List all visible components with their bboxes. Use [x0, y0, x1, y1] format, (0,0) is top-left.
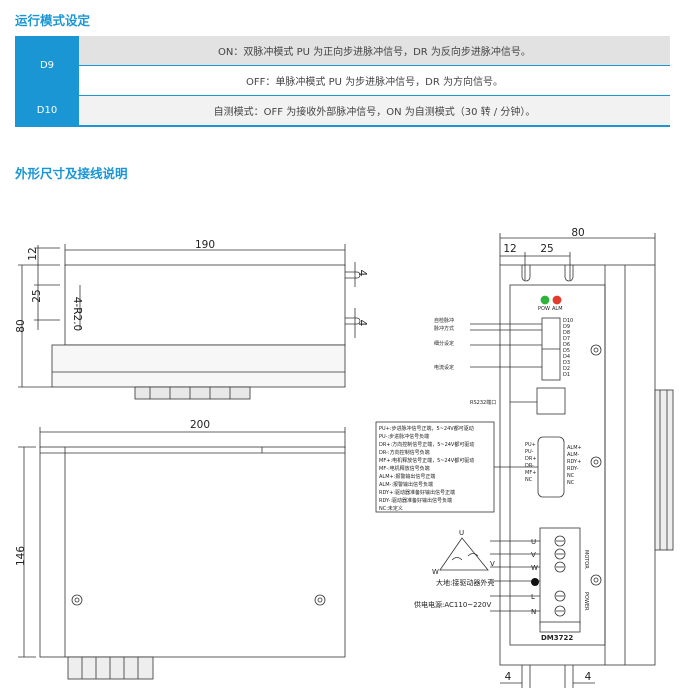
radius-note: 4-R2.0 — [71, 297, 83, 331]
pin-left-4: DR- — [525, 463, 534, 469]
terminal-l: L — [531, 593, 535, 601]
ground-label: 大地:接驱动器外壳 — [436, 578, 494, 587]
led-label-alm: ALM — [552, 306, 563, 312]
dim-slot-top: 4 — [356, 270, 368, 277]
signal-note-9: RDY+:驱动器准备好输出信号正端 — [379, 489, 455, 496]
table-cell-d9-on: ON：双脉冲模式 PU 为正向步进脉冲信号，DR 为反向步进脉冲信号。 — [79, 36, 670, 66]
pin-right-5: NC — [567, 473, 575, 479]
pin-right-3: RDY+ — [567, 459, 581, 465]
signal-note-11: NC:未定义 — [379, 505, 403, 512]
dim-hole-25: 25 — [31, 289, 43, 302]
section-title-dimensions: 外形尺寸及接线说明 — [15, 166, 128, 181]
dip-d5: D5 — [563, 348, 570, 354]
pin-left-3: DR+ — [525, 456, 537, 462]
signal-note-5: MF+:电机释放信号正端，5~24V都可驱动 — [379, 457, 474, 464]
motor-winding-w: W — [432, 568, 439, 576]
dim-12: 12 — [503, 243, 516, 255]
signal-note-10: RDY-:驱动器准备好输出信号负端 — [379, 497, 452, 504]
pin-right-2: ALM- — [567, 452, 580, 458]
power-label: POWER — [583, 592, 589, 611]
signal-note-1: PU+:步进脉冲信号正端，5~24V都可驱动 — [379, 425, 474, 432]
pin-left-5: MF+ — [525, 470, 536, 476]
dip-group-pulse-mode: 脉冲方式 — [434, 325, 454, 332]
front-view — [18, 427, 346, 680]
pin-left-1: PU+ — [525, 442, 536, 448]
section-title-mode: 运行模式设定 — [15, 13, 91, 28]
dim-slot-bottom: 4 — [356, 320, 368, 327]
supply-label: 供电电源:AC110~220V — [414, 600, 491, 609]
table-cell-d10: 自测模式：OFF 为接收外部脉冲信号，ON 为自测模式（30 转 / 分钟）。 — [79, 95, 670, 127]
dim-height-80: 80 — [15, 319, 27, 332]
signal-note-7: ALM+:报警输出信号正端 — [379, 473, 435, 480]
dip-group-self-test: 自检脉冲 — [434, 317, 454, 324]
terminal-v: V — [531, 551, 536, 559]
signal-note-8: ALM-:报警输出信号负端 — [379, 481, 433, 488]
pin-left-2: PU- — [525, 449, 534, 455]
table-cell-d9-off: OFF：单脉冲模式 PU 为步进脉冲信号，DR 为方向信号。 — [79, 65, 670, 96]
table-row: OFF：单脉冲模式 PU 为步进脉冲信号，DR 为方向信号。 — [15, 65, 670, 96]
led-label-pow: POW — [538, 306, 550, 312]
motor-label: MOTOR — [583, 550, 589, 569]
pin-left-6: NC — [525, 477, 533, 483]
dip-d3: D3 — [563, 360, 570, 366]
dim-width-190: 190 — [195, 239, 215, 251]
dip-group-current: 电流设定 — [434, 364, 454, 371]
dip-d9: D9 — [563, 324, 570, 330]
dim-25: 25 — [540, 243, 553, 255]
dip-group-microstep: 细分设定 — [434, 340, 454, 347]
dim-bottom-right-4: 4 — [585, 671, 592, 683]
table-key-d10: D10 — [15, 95, 79, 127]
side-view — [375, 233, 674, 688]
signal-note-2: PU-:步进脉冲信号负端 — [379, 433, 429, 440]
dip-d6: D6 — [563, 342, 570, 348]
dip-d10: D10 — [563, 318, 573, 324]
dip-d2: D2 — [563, 366, 570, 372]
terminal-w: W — [531, 564, 538, 572]
pin-right-1: ALM+ — [567, 445, 582, 451]
dim-bottom-left-4: 4 — [505, 671, 512, 683]
motor-winding-u: U — [459, 529, 464, 537]
dip-d4: D4 — [563, 354, 570, 360]
pin-right-4: RDY- — [567, 466, 579, 472]
table-row: D9 ON：双脉冲模式 PU 为正向步进脉冲信号，DR 为反向步进脉冲信号。 — [15, 36, 670, 96]
dim-total-80: 80 — [571, 227, 584, 239]
signal-note-3: DR+:方向控制信号正端，5~24V都可驱动 — [379, 441, 474, 448]
table-row: D10 自测模式：OFF 为接收外部脉冲信号，ON 为自测模式（30 转 / 分… — [15, 95, 670, 127]
mode-table: D9 ON：双脉冲模式 PU 为正向步进脉冲信号，DR 为反向步进脉冲信号。 O… — [15, 36, 670, 127]
ground-dot — [531, 578, 539, 586]
model-label: DM3722 — [541, 634, 573, 642]
signal-note-4: DR-:方向控制信号负端 — [379, 449, 430, 456]
pin-right-6: NC — [567, 480, 575, 486]
table-key-d9: D9 — [15, 36, 79, 96]
dip-d1: D1 — [563, 372, 570, 378]
dip-d7: D7 — [563, 336, 570, 342]
terminal-u: U — [531, 538, 536, 546]
dim-margin-12: 12 — [27, 247, 39, 260]
dip-d8: D8 — [563, 330, 570, 336]
motor-winding-v: V — [490, 560, 495, 568]
dim-width-200: 200 — [190, 419, 210, 431]
top-view — [18, 244, 361, 400]
terminal-n: N — [531, 608, 536, 616]
signal-note-6: MF-:电机释放信号负端 — [379, 465, 430, 472]
rs232-label: RS232端口 — [470, 399, 496, 406]
dim-height-146: 146 — [15, 546, 27, 566]
